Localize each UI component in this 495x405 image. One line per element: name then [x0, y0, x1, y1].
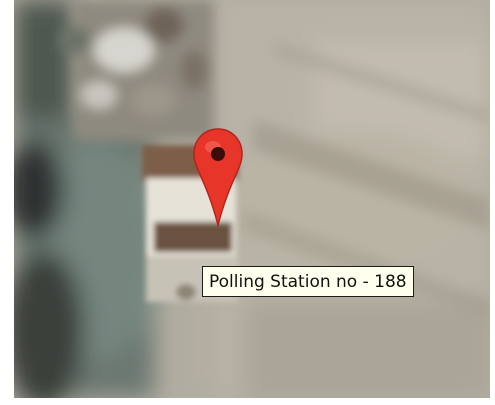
- map-pin-icon[interactable]: [192, 127, 244, 227]
- map-marker-shape: [193, 128, 243, 227]
- satellite-map[interactable]: Polling Station no - 188: [14, 0, 490, 398]
- satellite-imagery: [14, 0, 490, 398]
- polling-station-tooltip: Polling Station no - 188: [202, 266, 414, 297]
